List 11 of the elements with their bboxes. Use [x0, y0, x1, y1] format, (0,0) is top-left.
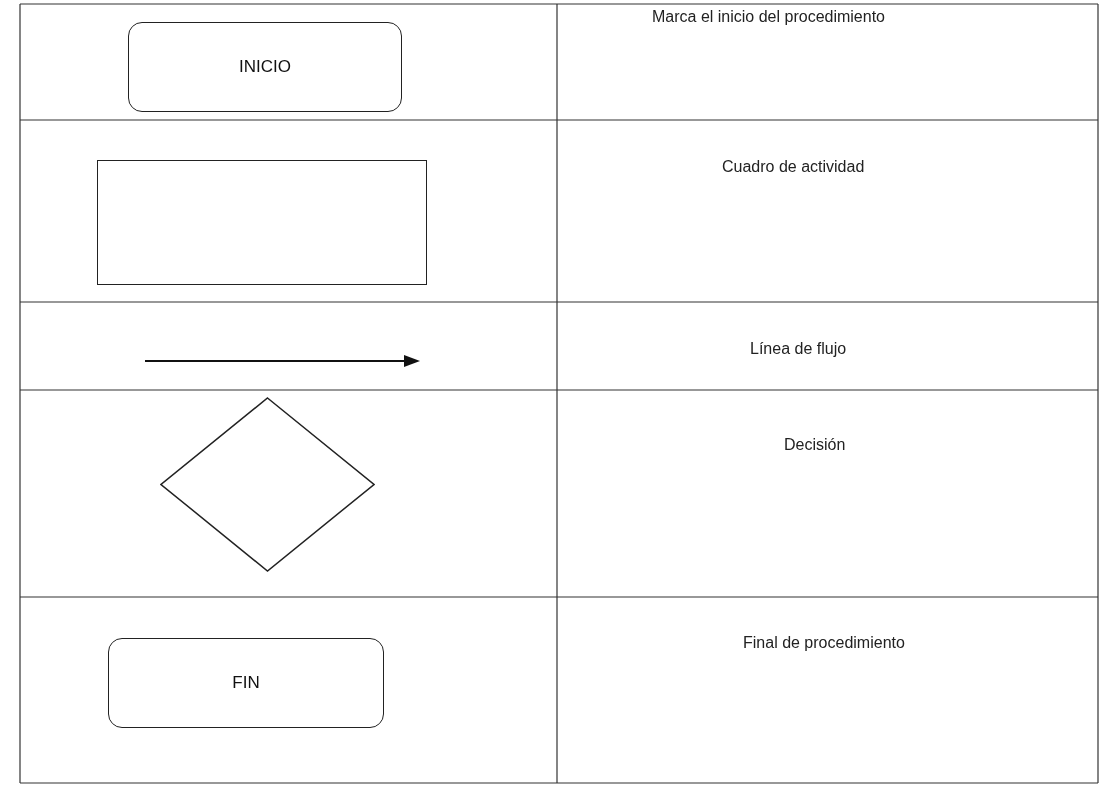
process-box [97, 160, 427, 285]
terminal-box [108, 638, 384, 728]
description-text: Final de procedimiento [743, 634, 905, 652]
symbol-label: FIN [232, 673, 260, 693]
decision-diamond [160, 397, 375, 572]
terminal-box [128, 22, 402, 112]
description-text: Decisión [784, 436, 846, 454]
description-text: Línea de flujo [750, 340, 847, 358]
description-text: Marca el inicio del procedimiento [652, 8, 885, 26]
symbol-label: INICIO [239, 57, 291, 77]
description-text: Cuadro de actividad [722, 158, 865, 176]
